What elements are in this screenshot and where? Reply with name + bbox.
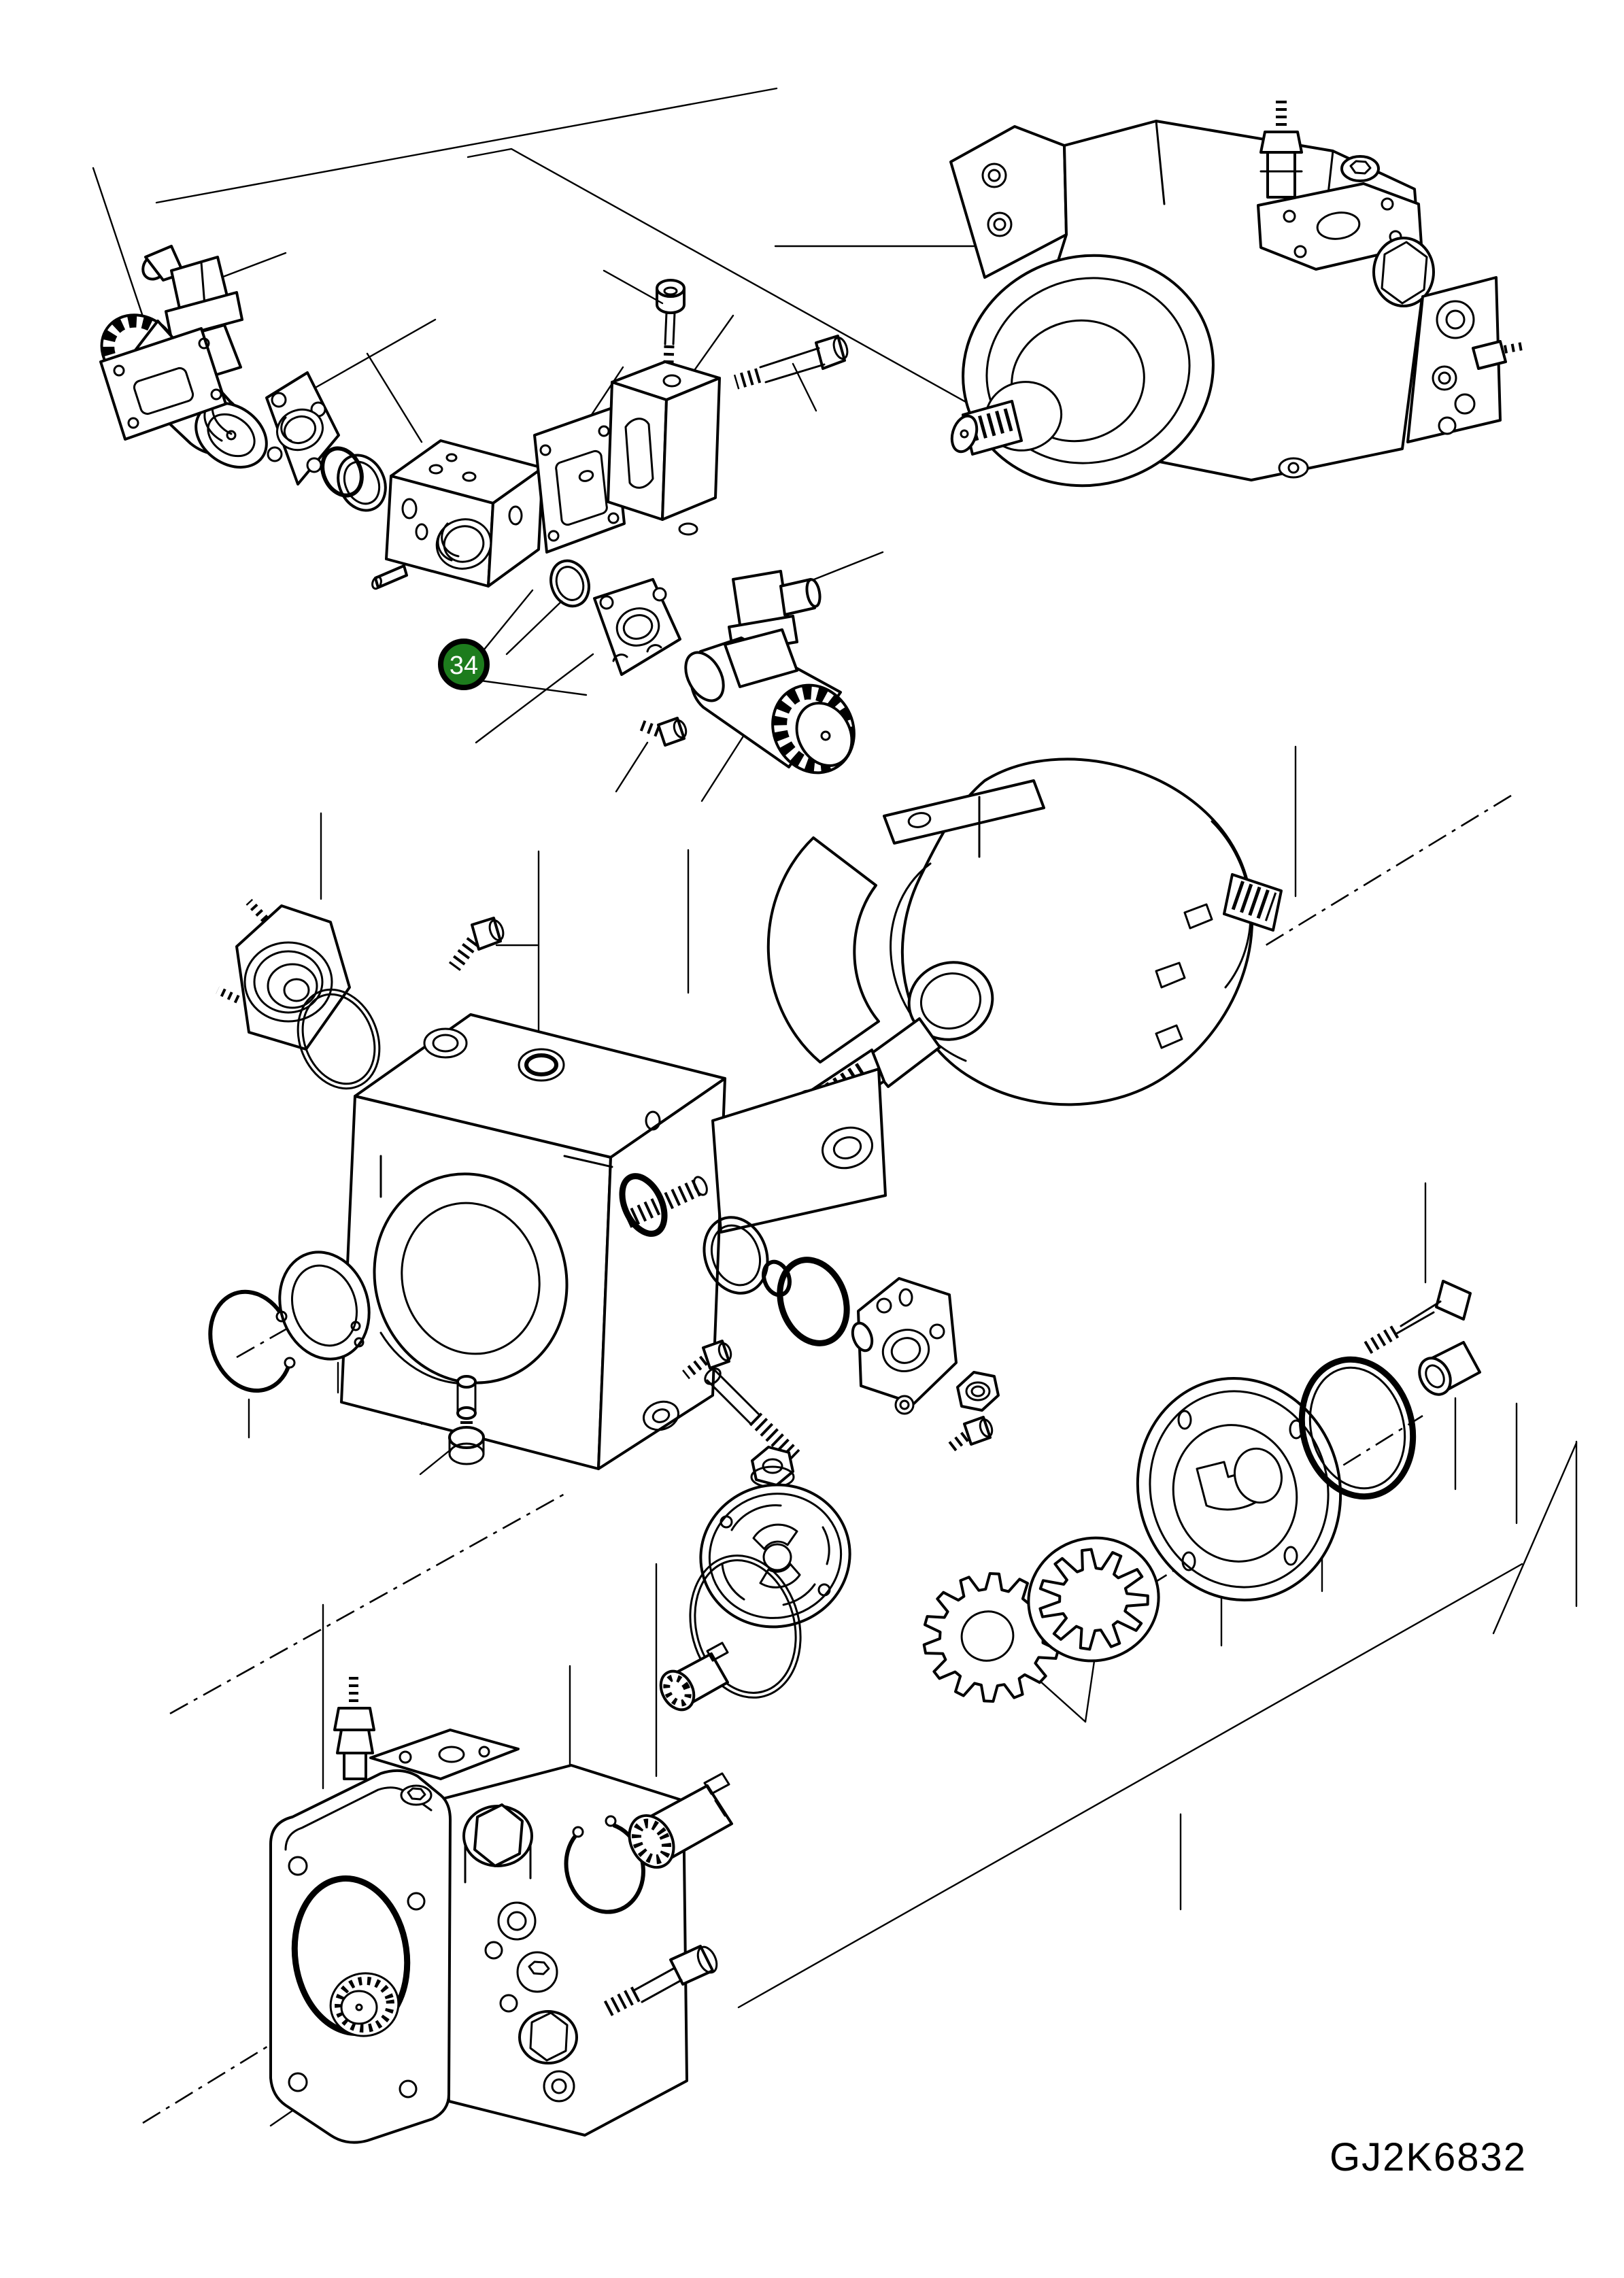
charge-port-plate-icon: [699, 1483, 851, 1629]
socket-plug-icon: [448, 1421, 485, 1465]
rear-pump-section-icon: [269, 1677, 688, 2144]
pump-housing-icon: [340, 1013, 887, 1470]
splined-coupling-icon: [628, 1772, 733, 1869]
side-valve-icon: [1472, 340, 1527, 370]
socket-plug-screw-icon: [448, 917, 505, 971]
dowel-pin-icon: [371, 564, 408, 590]
o-ring-small-icon: [320, 446, 364, 498]
control-cover-plate-icon: [851, 1277, 958, 1405]
solenoid-mounting-plate-icon: [265, 371, 340, 486]
shaft-seal-icon: [703, 1216, 769, 1295]
lower-mounting-plate-icon: [593, 578, 681, 676]
pilot-bushing-icon: [1418, 1341, 1481, 1396]
adapter-gasket-icon: [533, 407, 626, 554]
relief-valve-icon: [333, 1677, 375, 1780]
cover-o-ring-inner: [1308, 1366, 1406, 1490]
charge-o-ring-icon: [689, 1554, 802, 1699]
flange-nut-icon: [750, 1446, 795, 1489]
gerotor-ring-icon: [1027, 1536, 1160, 1663]
adjuster-screw-icon: [1259, 101, 1303, 199]
hex-plug-small-icon: [1340, 155, 1380, 182]
callout-circle[interactable]: [438, 639, 490, 690]
charge-o-ring-icon-inner: [694, 1559, 797, 1694]
end-cover-block-icon: [607, 360, 721, 536]
hex-cap-icon: [462, 1803, 533, 1884]
long-stud-icon: [704, 1367, 800, 1463]
output-shaft-icon: [950, 400, 1023, 456]
port-pad-icon: [1257, 182, 1423, 271]
main-pump-group: [208, 758, 1481, 1712]
callout-34[interactable]: 34: [438, 639, 490, 690]
seal-ring-icon: [549, 559, 590, 608]
backup-ring-icon: [337, 454, 387, 512]
valve-poppet-icon: [456, 1375, 477, 1420]
rotating-group-icon: [766, 758, 1283, 1127]
cover-o-ring-icon: [1298, 1356, 1417, 1500]
top-pad-icon: [369, 1729, 520, 1780]
hex-nut-icon: [956, 1371, 1000, 1412]
solenoid-valve-2-icon: [684, 628, 856, 775]
pilot-valve-group: [99, 245, 856, 775]
valve-module-icon: [1406, 276, 1527, 443]
socket-screw-2-icon: [682, 1340, 732, 1380]
adjustment-stud-icon: [619, 1173, 708, 1237]
charge-cover-flange-icon: [1136, 1377, 1342, 1601]
o-ring-large-icon: [297, 988, 381, 1090]
drain-plug-icons: [484, 1901, 578, 2103]
socket-screw-icon: [945, 1416, 994, 1455]
shaft-seal-carrier-icon: [278, 1251, 371, 1361]
socket-head-screw-icon: [656, 279, 686, 364]
pilot-valve-block-icon: [385, 439, 544, 588]
drawing-code: GJ2K6832: [1330, 2135, 1527, 2179]
callout-number: 34: [450, 651, 478, 680]
bearing-cover-flange-icon: [216, 898, 351, 1051]
hex-cap-large-icon: [1372, 237, 1435, 307]
shaft-snap-ring-icon: [208, 1289, 296, 1393]
socket-head-screw-small-icon: [639, 717, 688, 747]
shaft-hub-icon: [329, 1972, 400, 2037]
charge-gear-icon: [922, 1572, 1061, 1703]
gasket-icon: [99, 327, 227, 441]
hex-bolt-2-icon: [601, 1945, 718, 2018]
assembled-pump-icon: [949, 101, 1527, 488]
bottom-plug-icon: [1278, 457, 1309, 479]
socket-head-screw-angled-icon: [733, 335, 849, 390]
hex-bolt-icon: [1361, 1280, 1472, 1355]
o-ring-medium-icon: [777, 1257, 850, 1346]
top-plug-icon: [400, 1784, 433, 1806]
din-connector-icon: [141, 245, 243, 340]
rear-pump-group: [269, 1677, 733, 2144]
stud-o-ring-icon: [619, 1173, 668, 1237]
washer-icon: [894, 1395, 915, 1415]
splined-bushing-small-icon: [659, 1642, 729, 1712]
